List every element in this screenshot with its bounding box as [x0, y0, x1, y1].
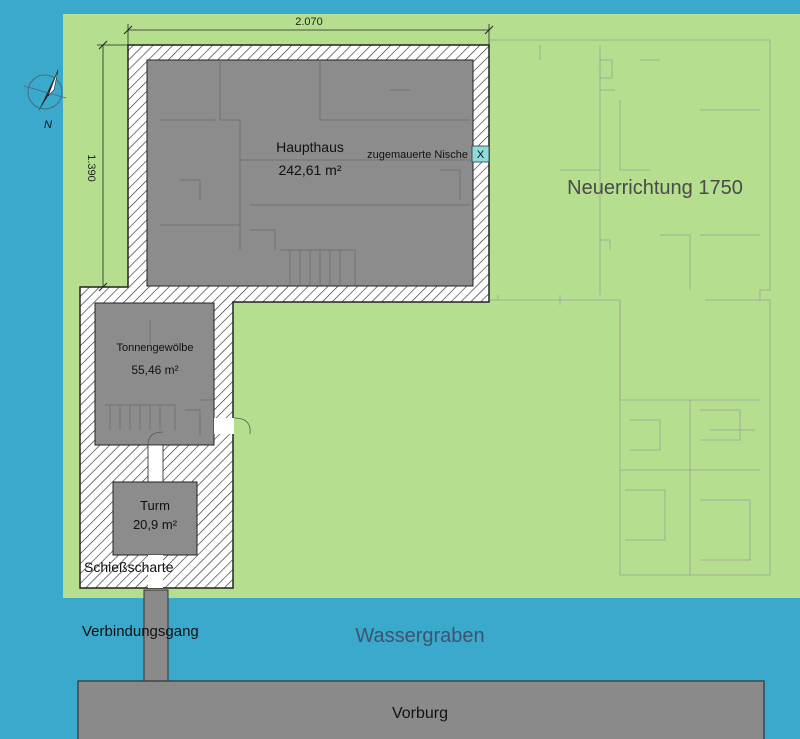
zugemauerte-nische-label: zugemauerte Nische: [367, 149, 468, 161]
dimension-height: [97, 40, 128, 292]
dimension-width-label: 2.070: [295, 16, 323, 28]
turm-name: Turm: [140, 498, 170, 513]
passage-to-turm: [147, 444, 164, 483]
room-haupthaus[interactable]: [146, 59, 474, 287]
haupthaus-area: 242,61 m²: [278, 162, 341, 178]
nische-marker-label: X: [477, 149, 485, 161]
verbindungsgang-bridge[interactable]: [143, 589, 169, 682]
schiessscharte-opening: [148, 555, 163, 588]
side-door-swing: [233, 417, 251, 435]
side-door-opening: [214, 418, 234, 434]
turm-area: 20,9 m²: [133, 517, 178, 532]
zugemauerte-nische-marker[interactable]: [471, 145, 490, 163]
wassergraben-label: Wassergraben: [355, 625, 484, 647]
tonnengewoelbe-sketch: [105, 320, 214, 435]
vorburg-block[interactable]: [77, 680, 765, 739]
dimension-height-label: 1.390: [85, 154, 97, 182]
haupthaus-name: Haupthaus: [276, 139, 344, 155]
neuerrichtung-label: Neuerrichtung 1750: [567, 177, 743, 199]
north-arrow-icon: [23, 69, 67, 112]
passage-door-swing: [147, 431, 164, 446]
tonnengewoelbe-area: 55,46 m²: [131, 363, 178, 377]
compass-label: N: [44, 119, 52, 131]
vorburg-label: Vorburg: [392, 705, 448, 722]
room-tonnengewoelbe[interactable]: [94, 302, 215, 446]
schiessscharte-label: Schießscharte: [84, 559, 174, 575]
tonnengewoelbe-name: Tonnengewölbe: [116, 342, 193, 354]
haupthaus-sketch: [160, 60, 470, 285]
dimension-width: [123, 24, 494, 45]
verbindungsgang-label: Verbindungsgang: [82, 623, 199, 640]
room-turm[interactable]: [112, 481, 198, 556]
